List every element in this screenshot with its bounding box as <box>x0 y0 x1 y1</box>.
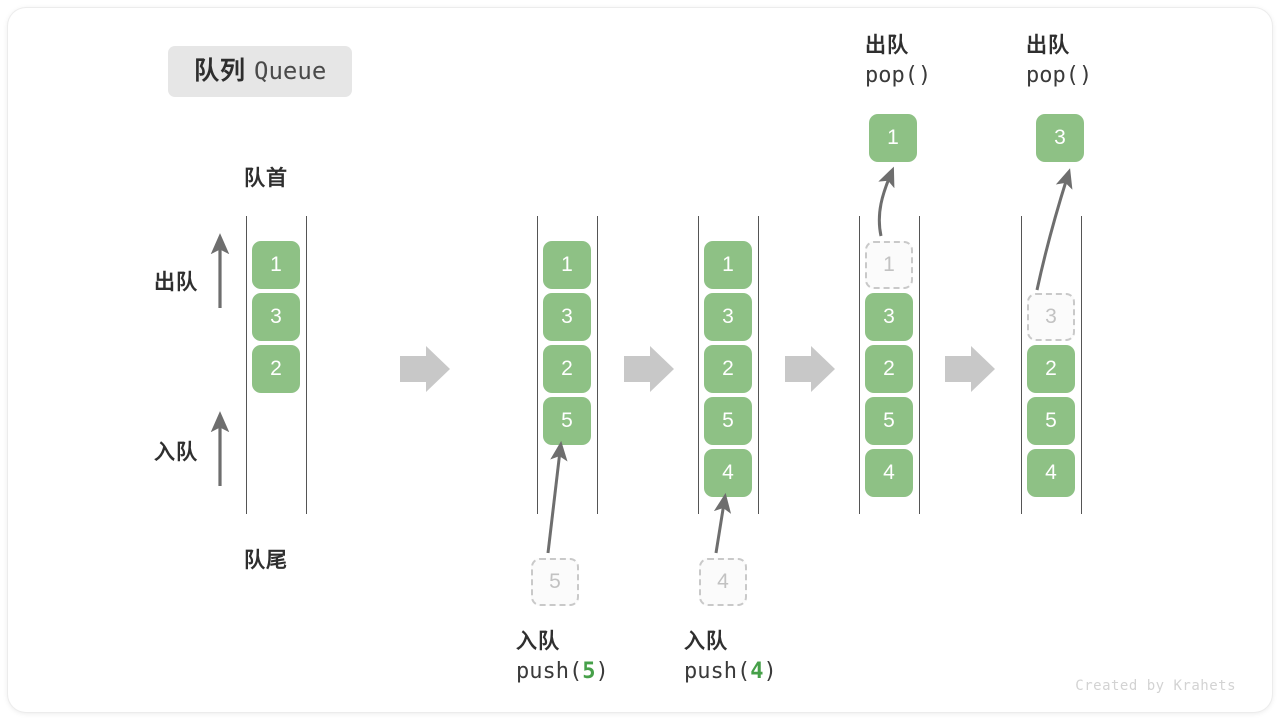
rail-right-col2 <box>597 216 598 514</box>
watermark: Created by Krahets <box>1075 678 1236 694</box>
caption-pop-3-cn: 出队 <box>1026 34 1070 57</box>
caption-pop-3-code: pop() <box>1026 62 1093 88</box>
push-5-code-suffix: ) <box>595 658 609 684</box>
queue-element: 1 <box>704 241 752 289</box>
queue-element: 4 <box>704 449 752 497</box>
push-4-value: 4 <box>750 658 764 684</box>
rail-right-col4 <box>919 216 920 514</box>
queue-element: 4 <box>865 449 913 497</box>
step-arrow-1-icon <box>400 346 450 392</box>
rail-left-col3 <box>698 216 699 514</box>
step-arrow-3-icon <box>785 346 835 392</box>
caption-push-5: 入队 push(5) <box>516 628 609 687</box>
queue-element: 3 <box>252 293 300 341</box>
rail-left-col5 <box>1021 216 1022 514</box>
rail-left-col4 <box>859 216 860 514</box>
popped-element: 1 <box>869 114 917 162</box>
rail-right-col1 <box>306 216 307 514</box>
label-tail: 队尾 <box>244 549 288 572</box>
queue-element: 5 <box>704 397 752 445</box>
queue-element: 2 <box>704 345 752 393</box>
queue-element: 2 <box>865 345 913 393</box>
push-5-code-prefix: push( <box>516 658 583 684</box>
push-4-code-prefix: push( <box>684 658 751 684</box>
queue-element: 3 <box>865 293 913 341</box>
label-dequeue: 出队 <box>154 271 198 294</box>
queue-element: 5 <box>1027 397 1075 445</box>
push-ghost-element: 4 <box>699 558 747 606</box>
push-5-value: 5 <box>582 658 596 684</box>
caption-pop-1-cn: 出队 <box>865 34 909 57</box>
pop-ghost-element: 3 <box>1027 293 1075 341</box>
queue-element: 2 <box>1027 345 1075 393</box>
step-arrow-4-icon <box>945 346 995 392</box>
queue-element: 1 <box>252 241 300 289</box>
title-cn: 队列 <box>194 57 247 85</box>
queue-element: 2 <box>252 345 300 393</box>
pop-ghost-element: 1 <box>865 241 913 289</box>
caption-push-4: 入队 push(4) <box>684 628 777 687</box>
push-5-arrow-icon <box>546 440 568 554</box>
queue-element: 1 <box>543 241 591 289</box>
caption-push-5-cn: 入队 <box>516 630 560 653</box>
popped-element: 3 <box>1036 114 1084 162</box>
caption-pop-1: 出队 pop() <box>865 32 931 91</box>
queue-element: 3 <box>543 293 591 341</box>
caption-push-4-code: push(4) <box>684 657 777 687</box>
push-4-arrow-icon <box>713 492 732 554</box>
queue-element: 3 <box>704 293 752 341</box>
queue-element: 2 <box>543 345 591 393</box>
caption-push-5-code: push(5) <box>516 657 609 687</box>
rail-left-col1 <box>246 216 247 514</box>
push-4-code-suffix: ) <box>763 658 777 684</box>
queue-element: 4 <box>1027 449 1075 497</box>
pop-1-arrow-icon <box>877 166 895 237</box>
rail-right-col5 <box>1081 216 1082 514</box>
caption-pop-3: 出队 pop() <box>1026 32 1092 91</box>
queue-element: 5 <box>543 397 591 445</box>
pop-3-arrow-icon <box>1035 168 1073 291</box>
caption-pop-1-code: pop() <box>865 62 932 88</box>
rail-right-col3 <box>758 216 759 514</box>
step-arrow-2-icon <box>624 346 674 392</box>
label-enqueue: 入队 <box>154 441 198 464</box>
rail-left-col2 <box>537 216 538 514</box>
label-head: 队首 <box>244 167 288 190</box>
queue-element: 5 <box>865 397 913 445</box>
caption-push-4-cn: 入队 <box>684 630 728 653</box>
arrow-overlay <box>210 166 1073 554</box>
title-en: Queue <box>254 57 327 85</box>
push-ghost-element: 5 <box>531 558 579 606</box>
